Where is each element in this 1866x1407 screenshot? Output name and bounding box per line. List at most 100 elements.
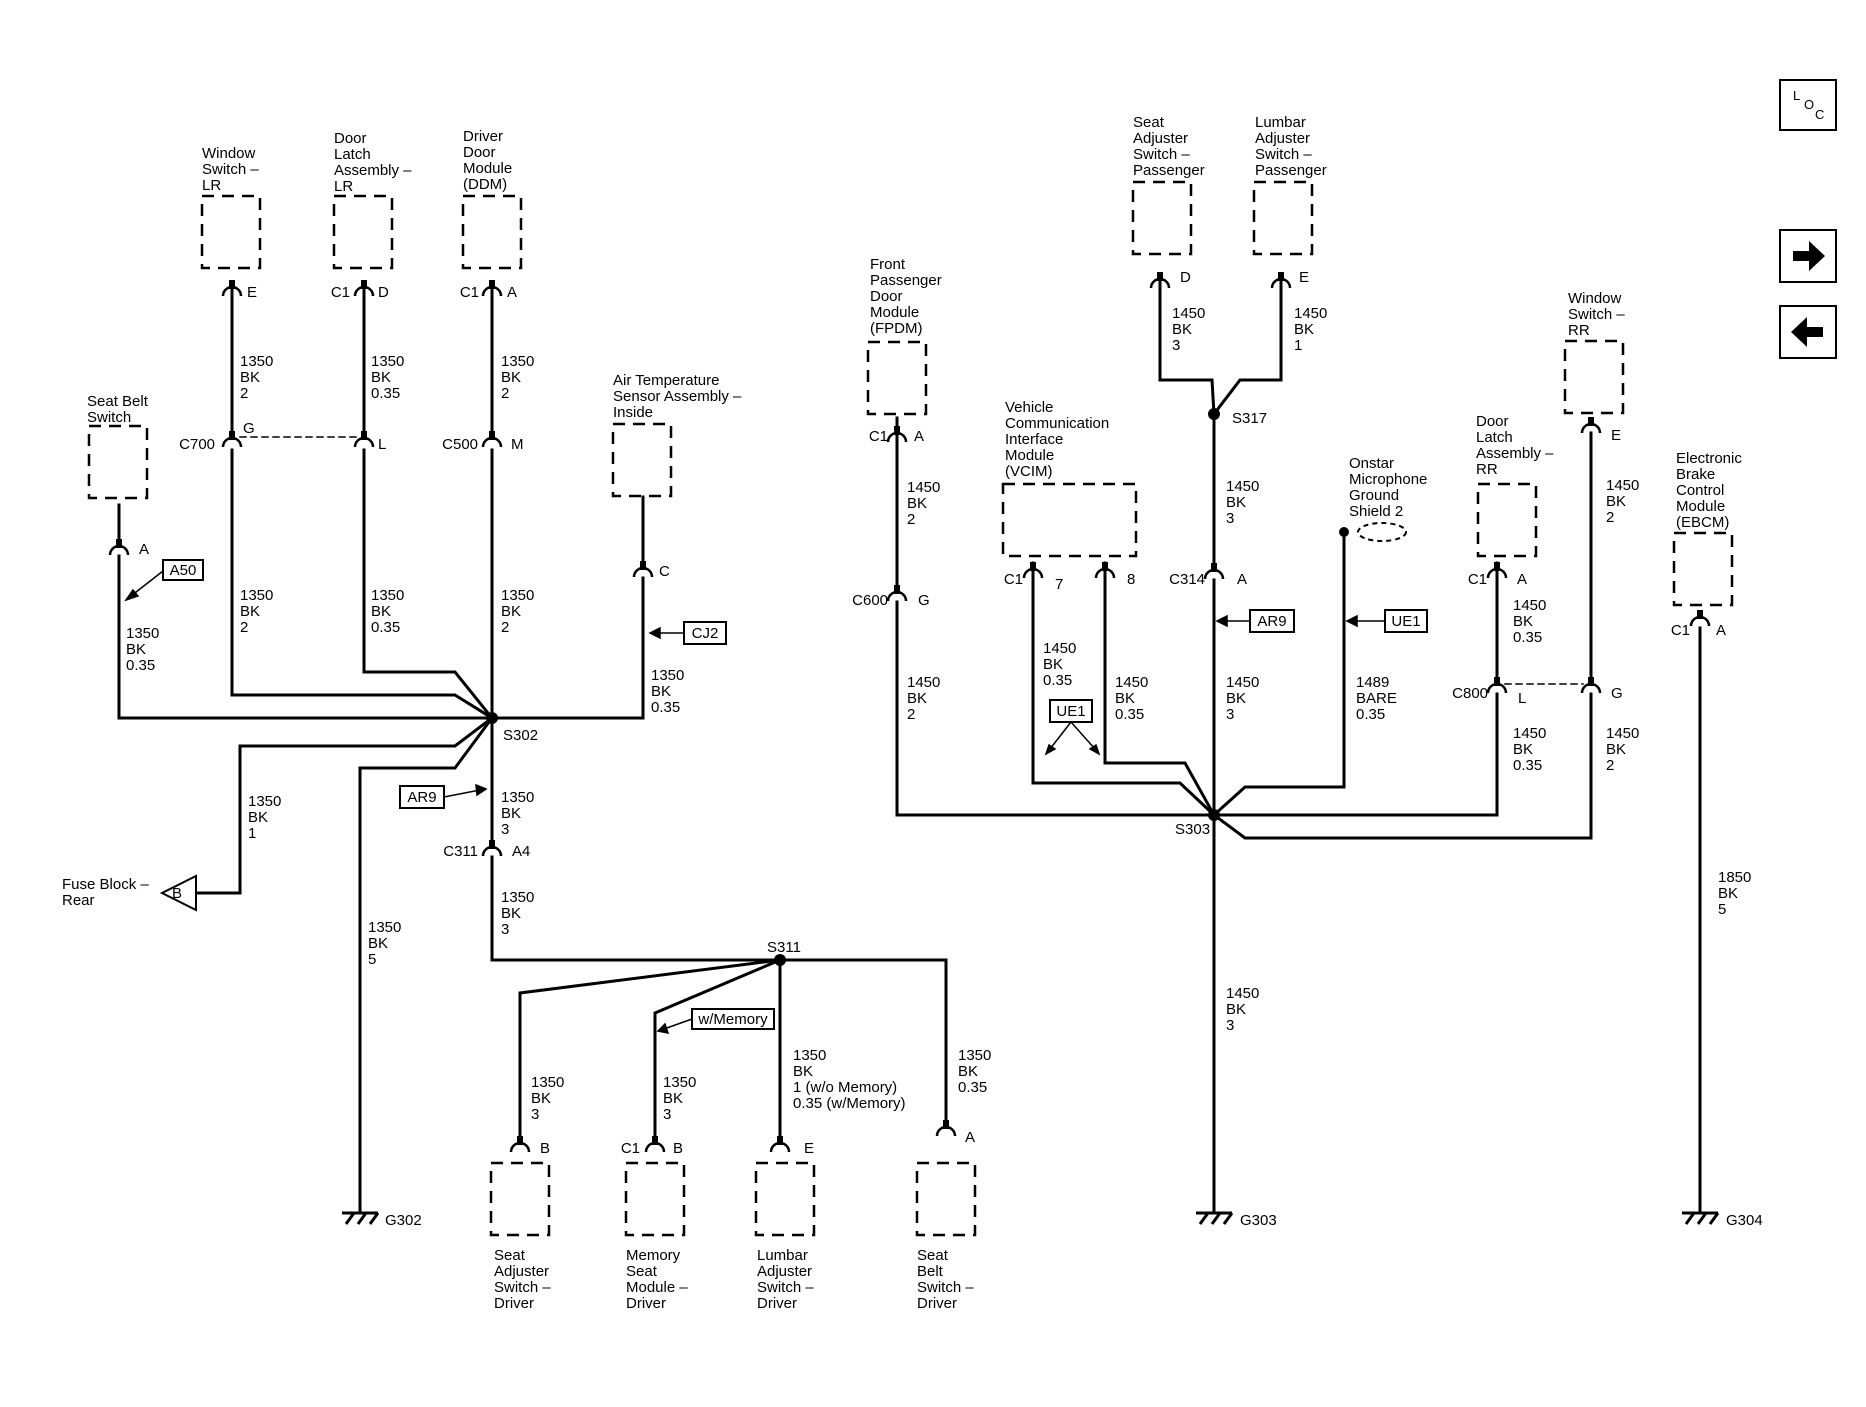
- door-latch-lr-label-line-2: Assembly –: [334, 162, 412, 179]
- splice-s303-label: S303: [1175, 821, 1210, 838]
- splice-s311-label: S311: [767, 939, 801, 956]
- loc-button[interactable]: L O C: [1779, 79, 1837, 131]
- pin-vcim-7: 7: [1055, 576, 1063, 593]
- lumbar-driver-box: [754, 1161, 816, 1237]
- wire-doorrr-line-1: BK: [1513, 613, 1533, 630]
- connector-cavity-12: [935, 1120, 957, 1137]
- door-latch-rr-label-line-0: Door: [1476, 413, 1509, 430]
- wire-lumbar-line-0: 1350: [793, 1047, 826, 1064]
- pin-c600-g: G: [918, 592, 930, 609]
- connector-cavity-3: [221, 431, 243, 448]
- wire-vcim8-line-2: 0.35: [1115, 706, 1144, 723]
- seat-belt-driver-box: [915, 1161, 977, 1237]
- wire-lumbar-line-1: BK: [793, 1063, 813, 1080]
- seat-belt-driver-label-line-0: Seat: [917, 1247, 949, 1264]
- splice-s317-dot: [1208, 408, 1220, 420]
- door-latch-lr-box: [332, 194, 394, 270]
- conn-c600: C600: [852, 592, 888, 609]
- onstar-label-line-0: Onstar: [1349, 455, 1394, 472]
- ebcm-label-line-3: Module: [1676, 498, 1725, 515]
- fuse-block-label-line-0: Fuse Block –: [62, 876, 149, 893]
- window-switch-rr-label-line-0: Window: [1568, 290, 1622, 307]
- wire-vcim8-line-0: 1450: [1115, 674, 1148, 691]
- wire-lumbarp-line-0: 1450: [1294, 305, 1327, 322]
- lumbar-driver-label-line-0: Lumbar: [757, 1247, 808, 1264]
- ddm-label-line-1: Door: [463, 144, 496, 161]
- wire-seatadj-line-0: 1350: [531, 1074, 564, 1091]
- fpdm-label-line-0: Front: [870, 256, 906, 273]
- ref-ue1-right-label: UE1: [1391, 613, 1420, 630]
- ebcm-label-line-2: Control: [1676, 482, 1724, 499]
- back-button[interactable]: [1779, 305, 1837, 359]
- pin-c800-l: L: [1518, 690, 1526, 707]
- lumbar-pass-label-line-3: Passenger: [1255, 162, 1327, 179]
- wire-c314-line-2: 3: [1226, 706, 1234, 723]
- door-latch-rr-label-line-1: Latch: [1476, 429, 1513, 446]
- wire-winrr2-line-1: BK: [1606, 741, 1626, 758]
- memory-seat-label-line-3: Driver: [626, 1295, 666, 1312]
- ebcm-label-line-0: Electronic: [1676, 450, 1742, 467]
- wire-doorlr-line-2: 0.35: [371, 385, 400, 402]
- wire-doorrr2-line-2: 0.35: [1513, 757, 1542, 774]
- wire-ddm-line-0: 1350: [501, 353, 534, 370]
- wire-c311-s311-line-0: 1350: [501, 889, 534, 906]
- wire-winlr2-line-1: BK: [240, 603, 260, 620]
- conn-memseat: C1: [621, 1140, 640, 1157]
- lumbar-driver-label-line-1: Adjuster: [757, 1263, 812, 1280]
- pin-winrr: E: [1611, 427, 1621, 444]
- wire-lumbar-line-3: 0.35 (w/Memory): [793, 1095, 906, 1112]
- onstar-terminal-dot: [1339, 527, 1349, 537]
- conn-c800: C800: [1452, 685, 1488, 702]
- wire-fpdm2-line-1: BK: [907, 690, 927, 707]
- fuse-block-label-line-1: Rear: [62, 892, 95, 909]
- pin-air: C: [659, 563, 670, 580]
- window-switch-lr-label-line-2: LR: [202, 177, 221, 194]
- wire-ddm2-line-2: 2: [501, 619, 509, 636]
- lumbar-pass-box: [1252, 180, 1314, 256]
- lumbar-pass-label-line-1: Adjuster: [1255, 130, 1310, 147]
- wire-winrr-line-0: 1450: [1606, 477, 1639, 494]
- ddm-label-line-3: (DDM): [463, 176, 507, 193]
- conn-c700: C700: [179, 436, 215, 453]
- wire-vcim7-line-1: BK: [1043, 656, 1063, 673]
- ground-g302-icon: [342, 1211, 380, 1225]
- wire-ebcm-line-0: 1850: [1718, 869, 1751, 886]
- door-latch-lr-label-line-1: Latch: [334, 146, 371, 163]
- wire-lumbarp-line-1: BK: [1294, 321, 1314, 338]
- conn-doorrr: C1: [1468, 571, 1487, 588]
- ref-a50-box[interactable]: [162, 559, 204, 581]
- door-latch-rr-box: [1476, 482, 1538, 558]
- wire-onstar-line-0: 1489: [1356, 674, 1389, 691]
- ground-g304-label: G304: [1726, 1212, 1763, 1229]
- ref-ue1-left-label: UE1: [1056, 703, 1085, 720]
- memory-seat-label-line-0: Memory: [626, 1247, 681, 1264]
- seat-belt-driver-label-line-3: Driver: [917, 1295, 957, 1312]
- wire-winrr-line-1: BK: [1606, 493, 1626, 510]
- wire-air-line-0: 1350: [651, 667, 684, 684]
- connector-cavity-9: [509, 1136, 531, 1153]
- wire-winlr-line-0: 1350: [240, 353, 273, 370]
- loc-letter-o: O: [1804, 97, 1815, 112]
- seat-belt-switch-box: [87, 424, 149, 500]
- wire-c311-s311-line-1: BK: [501, 905, 521, 922]
- wire-g303-line-1: BK: [1226, 1001, 1246, 1018]
- conn-c311: C311: [443, 843, 478, 860]
- window-switch-rr-label-line-2: RR: [1568, 322, 1590, 339]
- wire-g303-line-2: 3: [1226, 1017, 1234, 1034]
- connector-cavity-16: [1094, 562, 1116, 579]
- pin-seatadj: B: [540, 1140, 550, 1157]
- pin-memseat: B: [673, 1140, 683, 1157]
- onstar-label-line-1: Microphone: [1349, 471, 1427, 488]
- seat-adj-driver-box: [489, 1161, 551, 1237]
- wire-winlr-line-2: 2: [240, 385, 248, 402]
- seat-adj-pass-label-line-3: Passenger: [1133, 162, 1205, 179]
- pin-c311-a4: A4: [512, 843, 530, 860]
- wire-ddm-line-2: 2: [501, 385, 509, 402]
- forward-button[interactable]: [1779, 229, 1837, 283]
- window-switch-rr-box: [1563, 339, 1625, 415]
- wire-winrr2-line-2: 2: [1606, 757, 1614, 774]
- connector-cavity-11: [769, 1136, 791, 1153]
- wire-fuse-line-0: 1350: [248, 793, 281, 810]
- wire-seatbelt-drv-line-0: 1350: [958, 1047, 991, 1064]
- vcim-label-line-2: Interface: [1005, 431, 1063, 448]
